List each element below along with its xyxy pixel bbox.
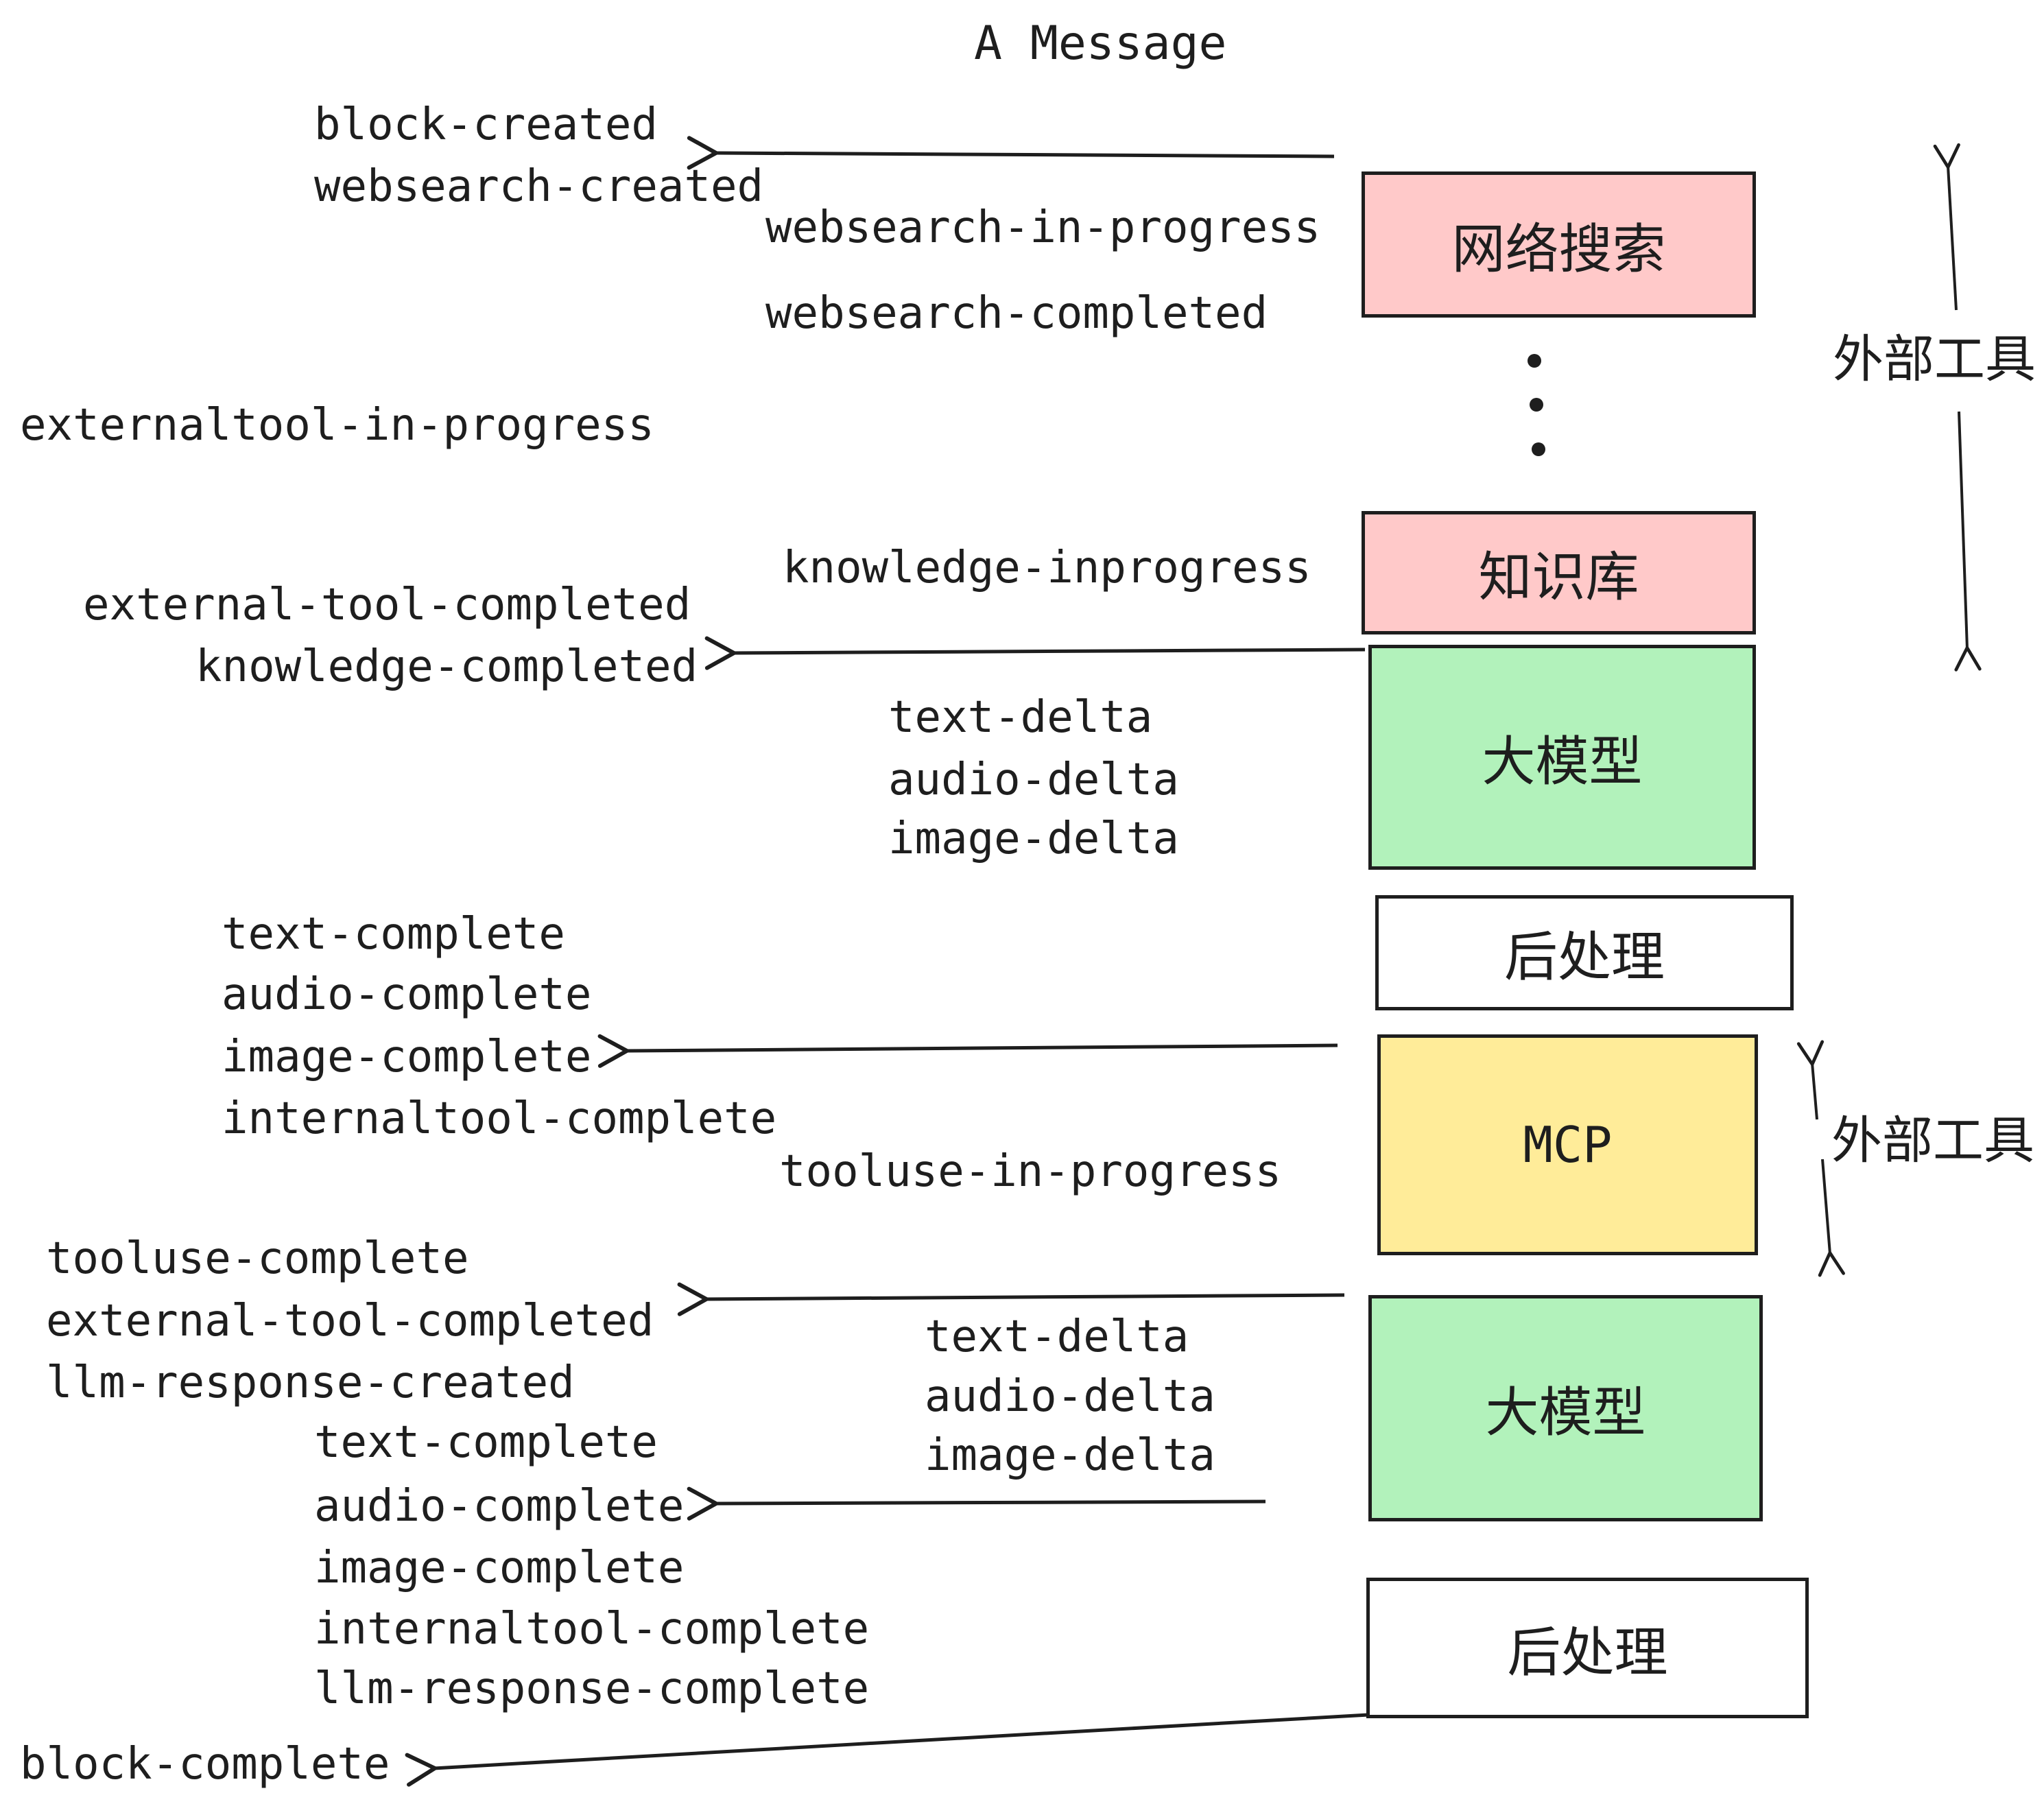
mcp-box: MCP (1377, 1034, 1758, 1255)
event-tooluse-complete: tooluse-complete (46, 1233, 469, 1284)
postprocess-box-2: 后处理 (1366, 1578, 1809, 1718)
diagram-title: A Message (974, 16, 1227, 71)
event-internaltool-complete-2: internaltool-complete (314, 1604, 870, 1654)
event-websearch-created: websearch-created (314, 161, 764, 212)
event-image-delta: image-delta (888, 814, 1179, 864)
event-knowledge-inprogress: knowledge-inprogress (783, 543, 1311, 593)
external-tools-up-arrow-1 (1933, 143, 1960, 311)
llm-box-2-label: 大模型 (1485, 1382, 1646, 1444)
llm-box-1: 大模型 (1368, 645, 1756, 870)
event-llm-response-created: llm-response-created (46, 1357, 575, 1408)
event-audio-complete: audio-complete (222, 969, 592, 1020)
postprocess-box-1: 后处理 (1375, 895, 1794, 1010)
ellipsis-dots (1528, 354, 1545, 456)
arrow-to-block-complete (405, 1713, 1369, 1787)
event-websearch-in-progress: websearch-in-progress (765, 202, 1321, 253)
arrow-to-audio-complete (687, 1486, 1266, 1521)
postprocess-box-1-label: 后处理 (1504, 927, 1665, 988)
event-image-delta-2: image-delta (925, 1430, 1215, 1481)
external-tools-down-arrow-1 (1954, 411, 1982, 672)
websearch-box-label: 网络搜索 (1451, 218, 1666, 281)
event-text-delta-2: text-delta (925, 1312, 1189, 1362)
arrow-to-websearch-created (687, 136, 1335, 170)
event-llm-response-complete: llm-response-complete (314, 1663, 870, 1714)
event-image-complete-2: image-complete (314, 1543, 685, 1593)
arrow-to-knowledge-completed (704, 636, 1366, 670)
llm-box-1-label: 大模型 (1482, 731, 1643, 793)
event-text-delta: text-delta (888, 692, 1153, 743)
event-external-tool-completed: external-tool-completed (83, 580, 691, 630)
knowledge-box: 知识库 (1362, 511, 1756, 634)
arrow-to-tooluse-complete (677, 1282, 1345, 1316)
external-tools-down-arrow-2 (1818, 1159, 1845, 1277)
event-audio-complete-2: audio-complete (314, 1481, 685, 1532)
external-tools-up-arrow-2 (1796, 1040, 1825, 1120)
arrow-to-image-complete (597, 1034, 1338, 1068)
event-block-created: block-created (314, 99, 658, 150)
mcp-box-label: MCP (1523, 1116, 1613, 1174)
llm-box-2: 大模型 (1368, 1295, 1763, 1521)
event-externaltool-in-progress: externaltool-in-progress (20, 400, 654, 451)
event-internaltool-complete: internaltool-complete (222, 1093, 777, 1144)
external-tools-label-2: 外部工具 (1831, 1111, 2034, 1170)
websearch-box: 网络搜索 (1362, 171, 1756, 318)
event-tooluse-in-progress: tooluse-in-progress (779, 1146, 1282, 1197)
event-text-complete-2: text-complete (314, 1417, 658, 1468)
event-image-complete: image-complete (222, 1032, 592, 1082)
external-tools-label-1: 外部工具 (1833, 330, 2036, 389)
event-external-tool-completed-2: external-tool-completed (46, 1296, 654, 1346)
event-audio-delta: audio-delta (888, 755, 1179, 805)
event-audio-delta-2: audio-delta (925, 1371, 1215, 1422)
event-text-complete: text-complete (222, 909, 565, 960)
postprocess-box-2-label: 后处理 (1507, 1622, 1668, 1684)
event-websearch-completed: websearch-completed (765, 288, 1268, 339)
knowledge-box-label: 知识库 (1478, 547, 1639, 608)
event-knowledge-completed: knowledge-completed (195, 641, 698, 692)
event-block-complete: block-complete (20, 1739, 390, 1790)
